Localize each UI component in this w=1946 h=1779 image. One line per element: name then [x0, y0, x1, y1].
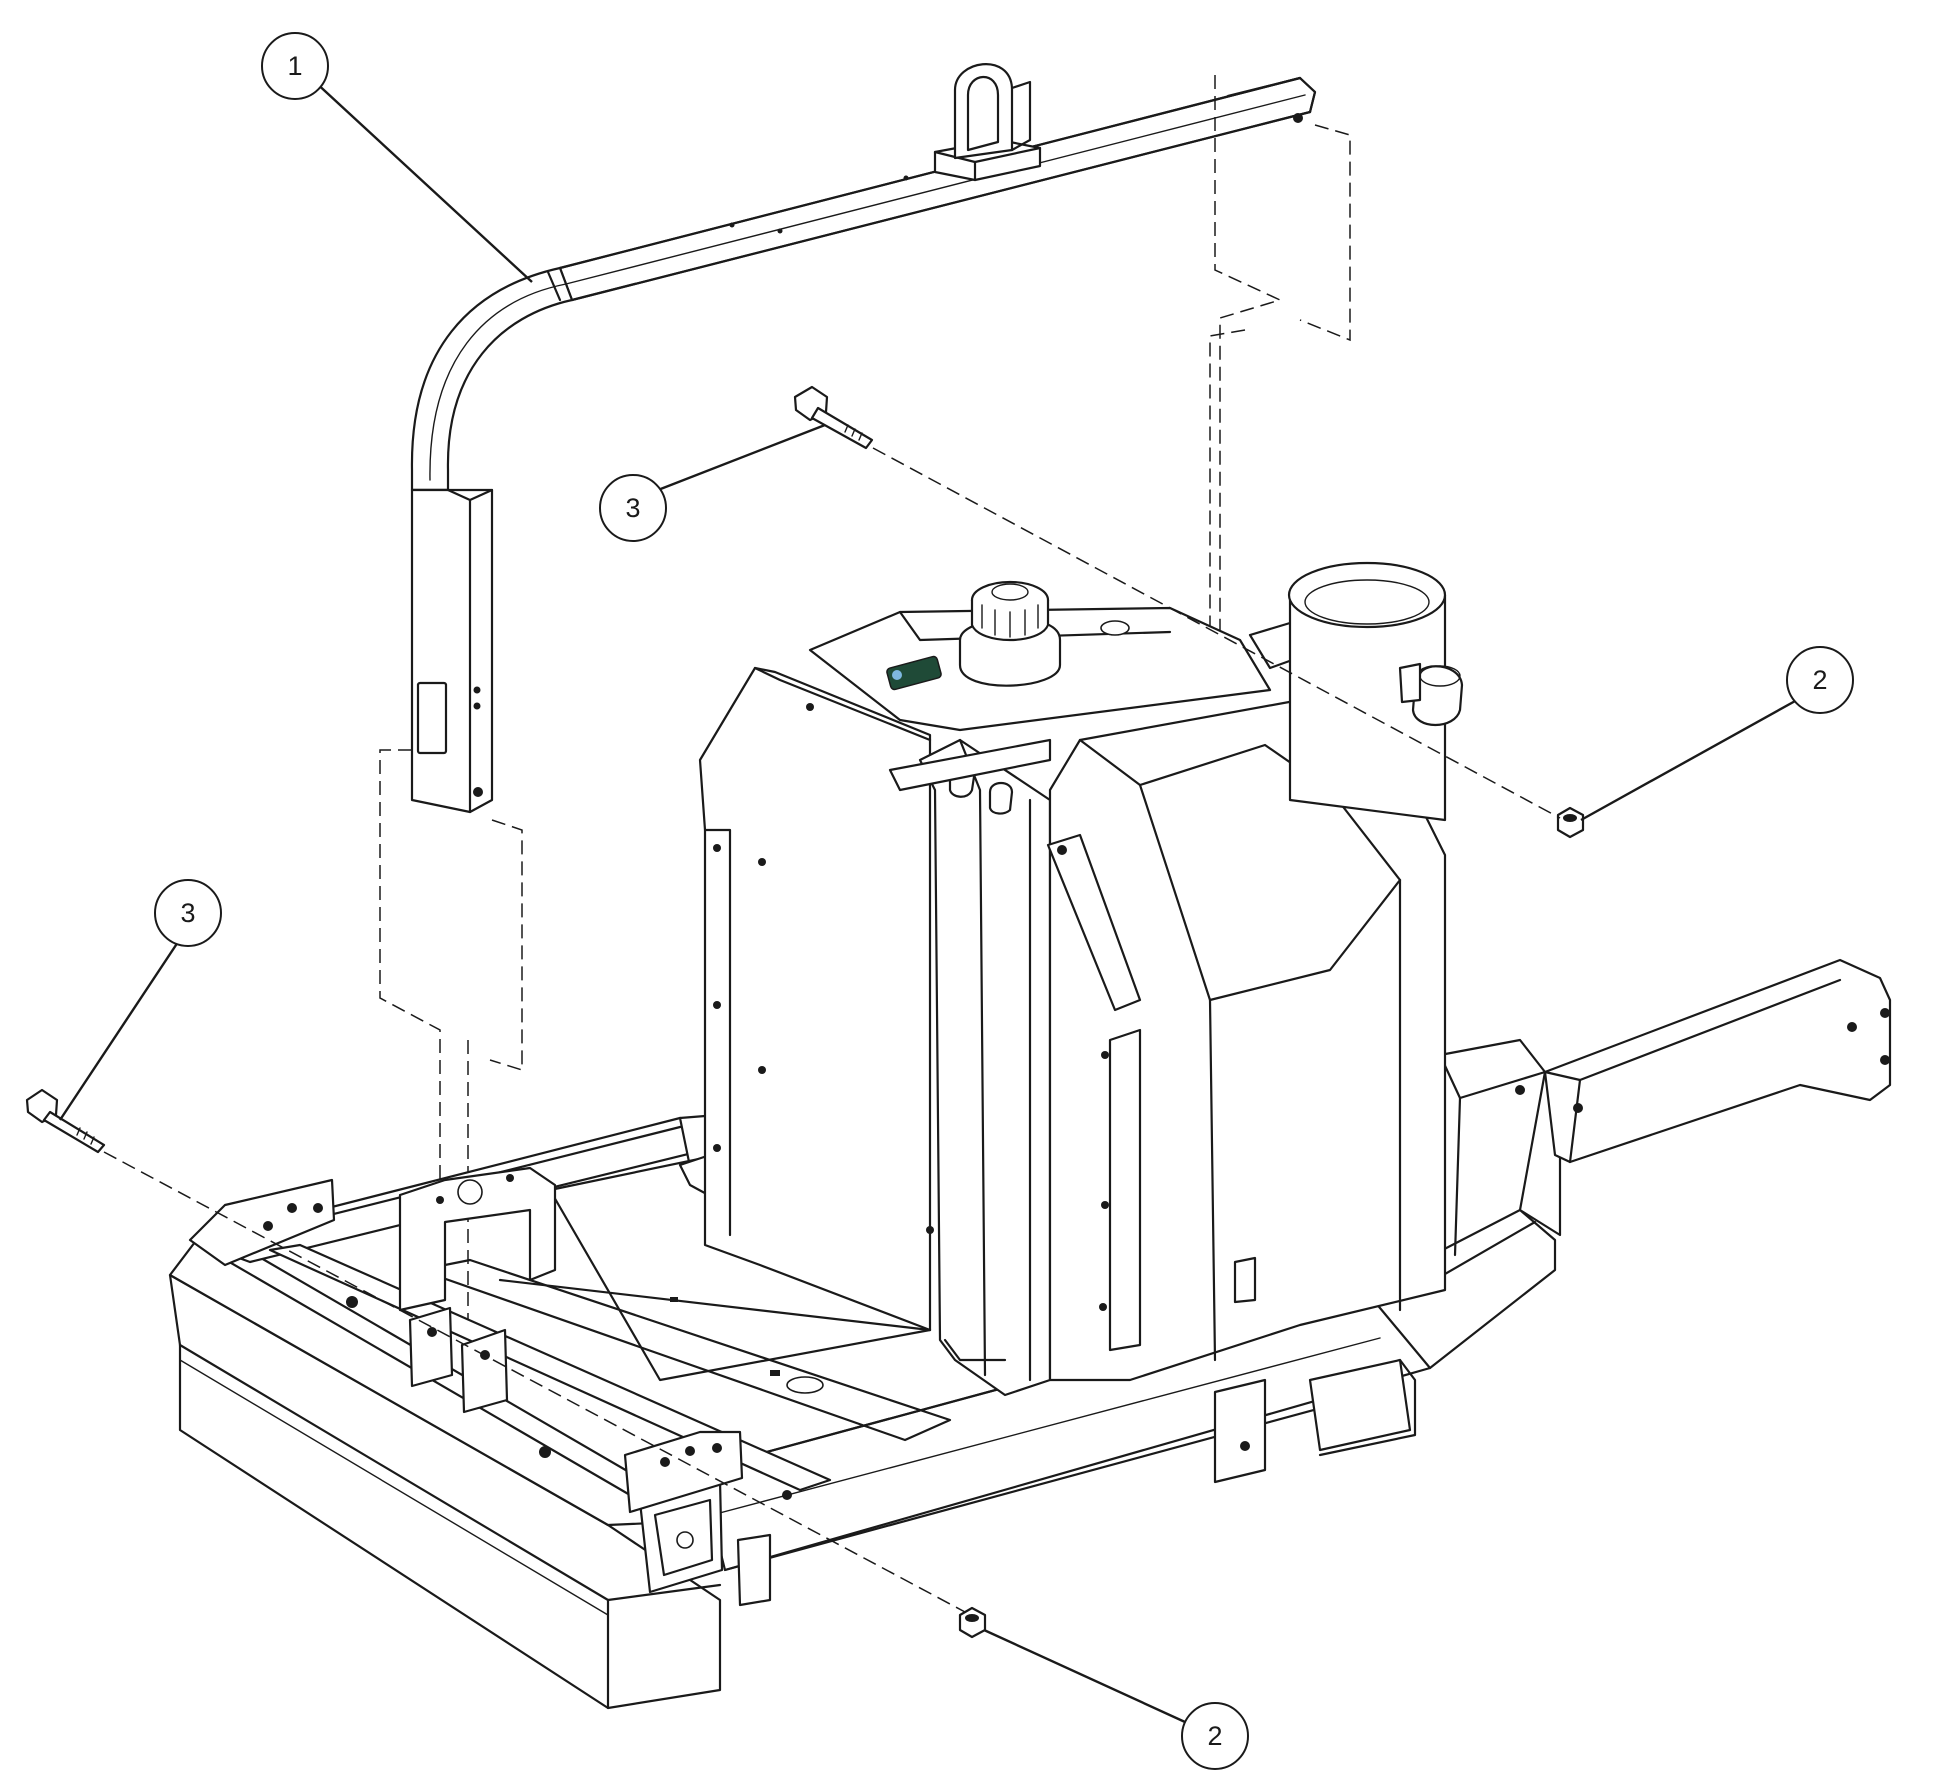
callout-2-lower-label: 2 — [1207, 1721, 1222, 1751]
callout-2-upper-label: 2 — [1812, 665, 1827, 695]
left-panel — [698, 666, 934, 1332]
vent-canister — [1287, 561, 1464, 822]
callout-2-upper: 2 — [1580, 646, 1854, 822]
callout-3-upper-label: 3 — [625, 493, 640, 523]
callout-3-lower: 3 — [58, 879, 222, 1121]
callout-2-lower: 2 — [983, 1628, 1249, 1770]
callout-1: 1 — [261, 32, 533, 283]
callout-3-lower-label: 3 — [180, 898, 195, 928]
fuel-tank — [808, 580, 1447, 1397]
roll-bar-assembly — [410, 63, 1317, 814]
callout-1-label: 1 — [287, 51, 302, 81]
fasteners — [25, 385, 1585, 1639]
callout-3-upper: 3 — [599, 423, 826, 542]
